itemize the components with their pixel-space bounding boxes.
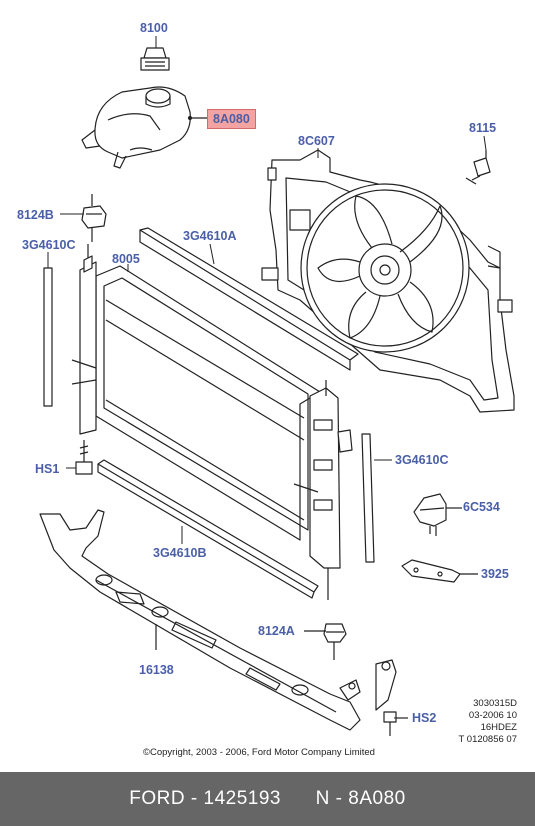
part-footer-bar: FORD - 1425193 N - 8A080	[0, 772, 535, 826]
temperature-sensor	[465, 150, 491, 185]
bolt-left	[75, 440, 93, 475]
meta-line: 3030315D	[473, 698, 517, 709]
callout-3g4610a: 3G4610A	[183, 229, 237, 243]
callout-hs2: HS2	[412, 711, 437, 725]
seal-right	[361, 433, 375, 563]
callout-8100: 8100	[140, 21, 168, 35]
diagram-drawing	[39, 36, 515, 736]
footer-part-number: 1425193	[203, 788, 281, 809]
footer-brand: FORD	[129, 788, 186, 809]
lower-support	[39, 509, 397, 731]
callout-hs1: HS1	[35, 462, 60, 476]
callout-8124b: 8124B	[17, 208, 54, 222]
copyright-notice: ©Copyright, 2003 - 2006, Ford Motor Comp…	[143, 747, 375, 758]
callout-8c607: 8C607	[298, 134, 335, 148]
meta-line: T 0120856 07	[458, 734, 517, 745]
callout-8115: 8115	[469, 121, 497, 135]
callout-3925: 3925	[481, 567, 509, 581]
radiator	[71, 244, 353, 600]
footer-ref: N - 8A080	[315, 788, 406, 809]
cooling-fan	[300, 183, 501, 353]
callout-3g4610b: 3G4610B	[153, 546, 207, 560]
fan-relay	[413, 493, 462, 536]
callout-8124a: 8124A	[258, 624, 295, 638]
drawing-meta: 3030315D 03-2006 10 16HDEZ T 0120856 07	[459, 698, 517, 746]
seal-bottom	[97, 459, 319, 599]
bolt-right	[383, 711, 408, 736]
callout-6c534: 6C534	[463, 500, 500, 514]
callout-3g4610c-left: 3G4610C	[22, 238, 76, 252]
callout-8a080-highlighted: 8A080	[207, 109, 256, 129]
callout-3g4610c-right: 3G4610C	[395, 453, 449, 467]
reservoir-cap	[140, 47, 170, 71]
coolant-reservoir	[81, 86, 207, 169]
mounting-bracket	[401, 559, 478, 583]
seal-left	[43, 267, 53, 407]
meta-line: 16HDEZ	[480, 722, 517, 733]
meta-line: 03-2006 10	[468, 710, 517, 721]
upper-mount-left	[81, 194, 107, 242]
callout-16138: 16138	[139, 663, 174, 677]
seal-top	[139, 227, 359, 371]
parts-diagram: 8100 8A080 8C607 8115 8124B 3G4610C 8005…	[17, 21, 517, 758]
callout-8005: 8005	[112, 252, 140, 266]
lower-mount-right	[304, 623, 347, 660]
